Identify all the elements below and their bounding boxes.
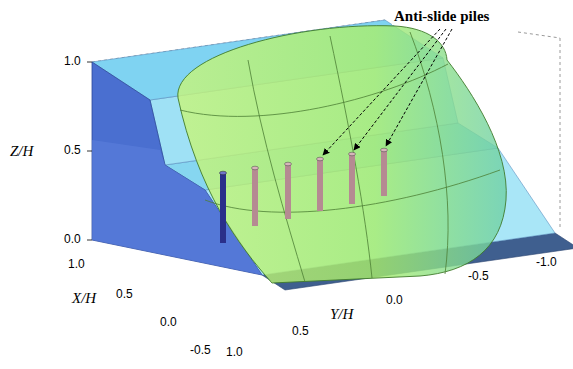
axis-tick-label: 0.0 [160, 316, 177, 329]
axis-ticks [87, 62, 92, 240]
axis-tick-label: 0.0 [386, 294, 403, 307]
axis-tick-label: 0.5 [64, 144, 81, 157]
slip-surface [178, 26, 506, 283]
axis-title: X/H [72, 290, 96, 307]
axis-tick-label: 0.5 [116, 288, 133, 301]
axis-tick-label: 0.5 [292, 325, 309, 338]
axis-tick-label: 1.0 [226, 346, 243, 359]
anti-slide-pile-row [220, 148, 388, 243]
callout-label: Anti-slide piles [392, 8, 491, 25]
axis-title: Z/H [10, 143, 33, 160]
axis-tick-label: -0.5 [190, 344, 211, 357]
axis-tick-label: 0.0 [64, 233, 81, 246]
axis-tick-label: -0.5 [468, 270, 489, 283]
axis-title: Y/H [330, 306, 353, 323]
axis-tick-label: 1.0 [68, 258, 85, 271]
axis-tick-label: 1.0 [64, 55, 81, 68]
leader-arrows [323, 29, 452, 155]
axis-tick-label: -1.0 [536, 256, 557, 269]
